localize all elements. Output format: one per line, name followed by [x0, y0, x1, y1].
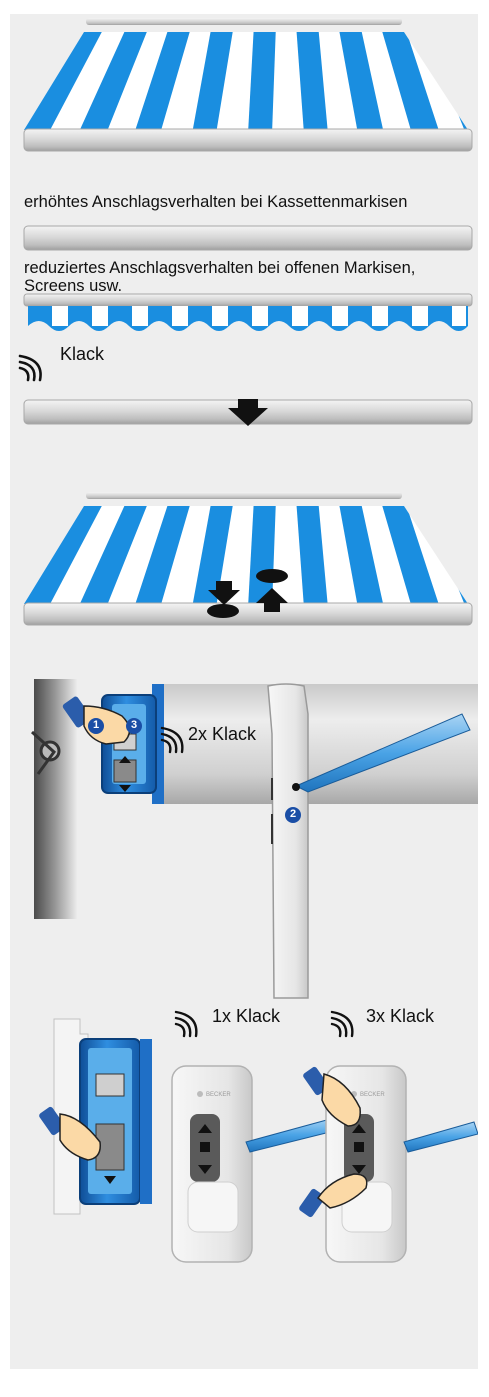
- remote-control-side: [268, 684, 308, 998]
- sound-wave-icon: [20, 356, 41, 380]
- awning-extended-2: [10, 492, 478, 625]
- brand-label-1: BECKER: [206, 1092, 231, 1098]
- illustration-canvas: BECKER BECKER: [10, 14, 478, 1369]
- pen-icon: [404, 1122, 478, 1152]
- step-number-1: 1: [91, 719, 101, 731]
- sound-label-klack: Klack: [60, 344, 104, 364]
- sound-wave-icon: [332, 1012, 352, 1036]
- instruction-panel: BECKER BECKER erhöhtes Anschlagsve: [10, 14, 478, 1369]
- caption-increased-stop: erhöhtes Anschlagsverhalten bei Kassette…: [24, 192, 407, 212]
- remote-control-1: BECKER: [172, 1066, 252, 1262]
- step-number-2: 2: [288, 808, 298, 820]
- pen-icon: [246, 1118, 338, 1152]
- sound-label-3x-klack: 3x Klack: [366, 1006, 434, 1026]
- sound-wave-icon: [176, 1012, 196, 1036]
- roller-tube-cassette: [24, 226, 472, 250]
- roller-tube-open-awning: [24, 294, 472, 331]
- caption-reduced-stop-line2: Screens usw.: [24, 276, 122, 296]
- step-number-3: 3: [129, 719, 139, 731]
- caption-reduced-stop-line1: reduziertes Anschlagsverhalten bei offen…: [24, 258, 415, 278]
- sound-label-1x-klack: 1x Klack: [212, 1006, 280, 1026]
- brand-label-2: BECKER: [360, 1092, 385, 1098]
- sound-label-2x-klack: 2x Klack: [188, 724, 256, 744]
- awning-extended-1: [10, 18, 478, 151]
